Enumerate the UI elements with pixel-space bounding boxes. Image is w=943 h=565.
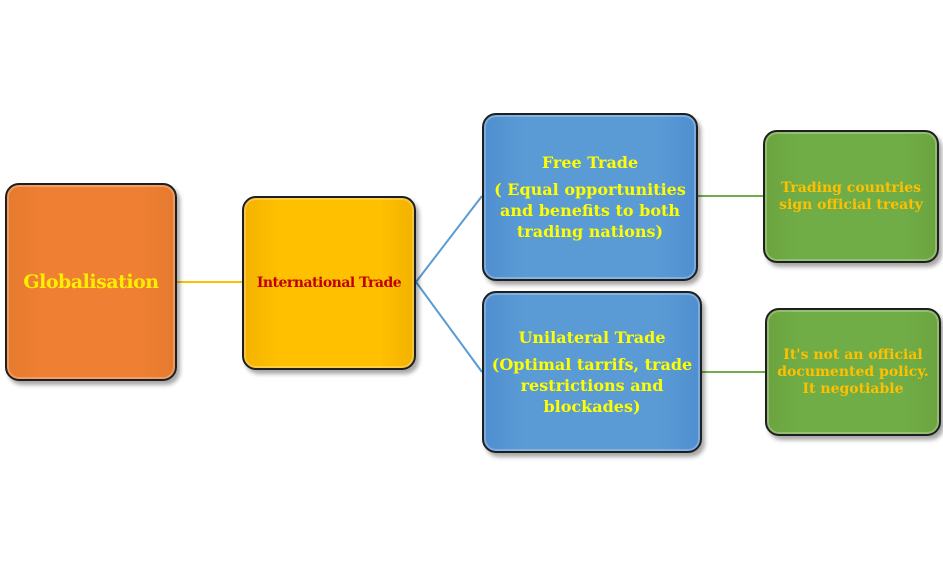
unilateral-trade-line-1: (Optimal tarrifs, trade [491, 355, 693, 374]
policy-line-3: It negotiable [802, 380, 904, 397]
policy-line-2: documented policy. [777, 363, 929, 380]
policy-text: It's not an official documented policy. … [777, 347, 928, 398]
policy-line-1: It's not an official [783, 346, 923, 363]
treaty-line-1: Trading countries [781, 179, 921, 196]
international-trade-label: International Trade [256, 275, 402, 291]
globalisation-node: Globalisation [5, 183, 177, 381]
unilateral-trade-title: Unilateral Trade [518, 328, 666, 347]
unilateral-trade-line-3: blockades) [543, 397, 641, 416]
globalisation-label: Globalisation [23, 271, 159, 293]
unilateral-trade-text: Unilateral Trade (Optimal tarrifs, trade… [492, 327, 692, 417]
treaty-text: Trading countries sign official treaty [779, 180, 923, 214]
free-trade-line-3: trading nations) [516, 222, 664, 241]
free-trade-title: Free Trade [541, 153, 639, 172]
free-trade-node: Free Trade ( Equal opportunities and ben… [482, 113, 698, 281]
free-trade-text: Free Trade ( Equal opportunities and ben… [494, 152, 686, 242]
treaty-line-2: sign official treaty [779, 196, 923, 213]
unilateral-trade-line-2: restrictions and [520, 376, 664, 395]
treaty-node: Trading countries sign official treaty [763, 130, 939, 263]
connector-international-to-free-trade [415, 195, 483, 283]
free-trade-line-2: and benefits to both [499, 201, 681, 220]
connector-international-to-unilateral-trade [415, 281, 483, 373]
unilateral-trade-node: Unilateral Trade (Optimal tarrifs, trade… [482, 291, 702, 453]
international-trade-node: International Trade [242, 196, 416, 370]
free-trade-line-1: ( Equal opportunities [494, 180, 686, 199]
policy-node: It's not an official documented policy. … [765, 308, 941, 436]
